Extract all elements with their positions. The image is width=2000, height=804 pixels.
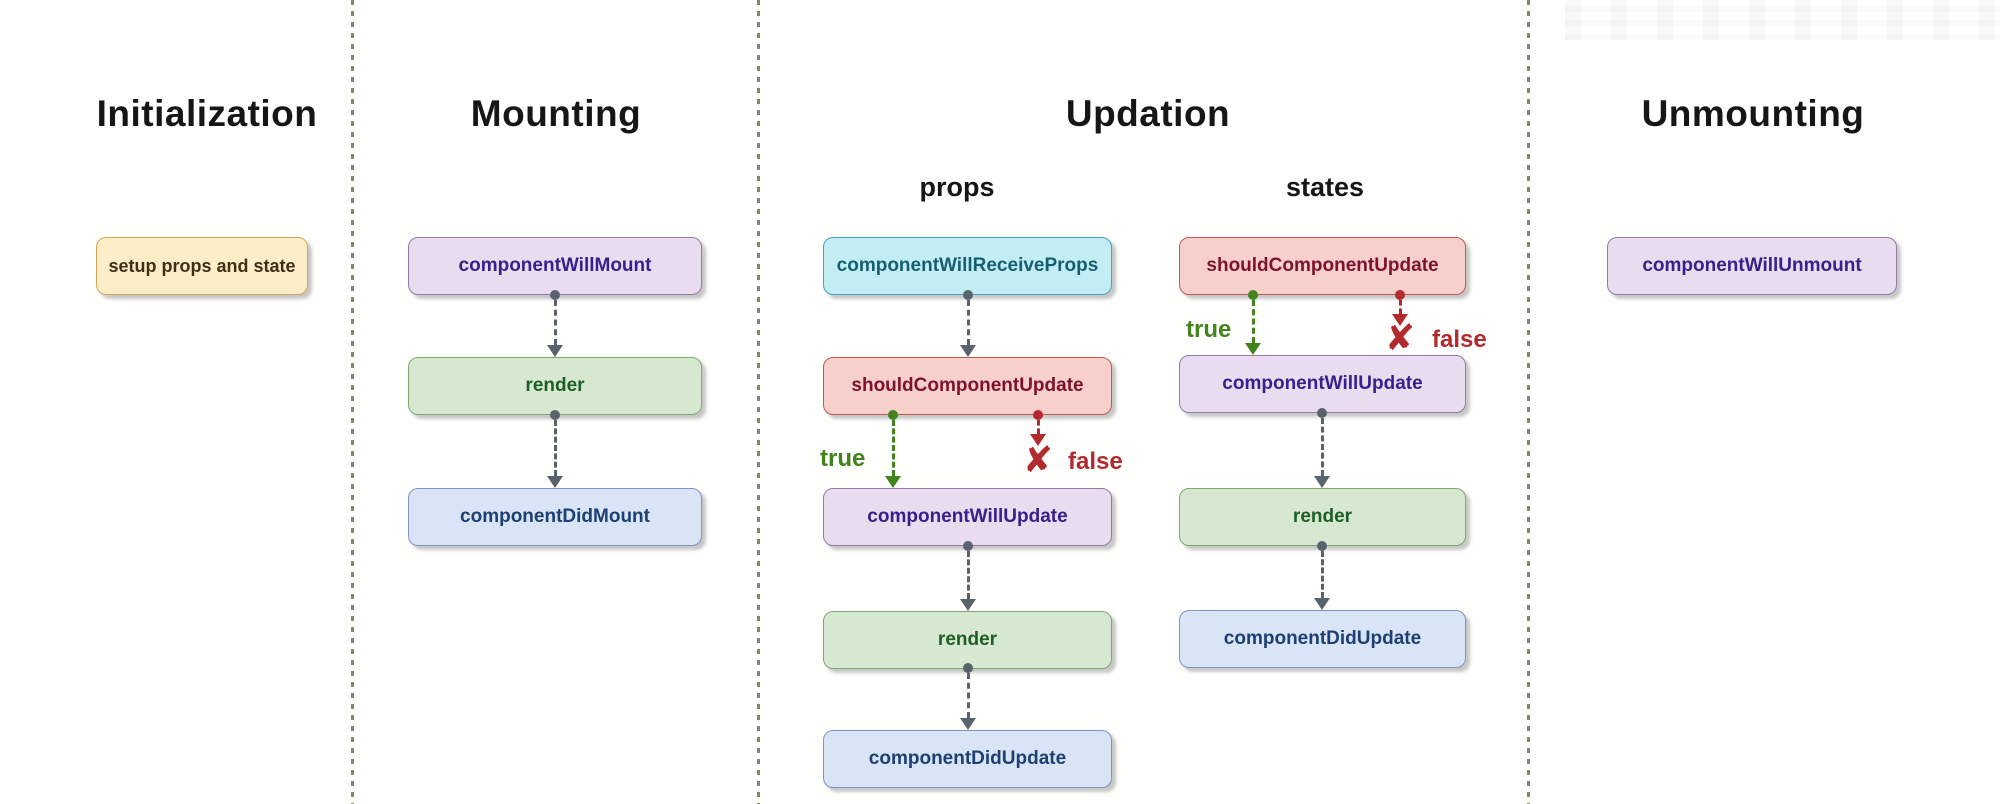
node-mounting-render: render xyxy=(408,357,702,415)
node-states-shouldcomponentupdate: shouldComponentUpdate xyxy=(1179,237,1466,295)
phase-title-initialization: Initialization xyxy=(96,93,318,134)
false-branch-arrow xyxy=(1391,290,1409,326)
false-branch-arrow xyxy=(1029,410,1047,446)
true-branch-arrow xyxy=(884,410,902,488)
flow-arrow xyxy=(959,290,977,357)
node-componentwillmount: componentWillMount xyxy=(408,237,702,295)
node-componentwillunmount: componentWillUnmount xyxy=(1607,237,1897,295)
flow-arrow xyxy=(959,541,977,611)
true-branch-label: true xyxy=(1186,316,1232,343)
true-branch-label: true xyxy=(820,445,866,472)
phase-divider xyxy=(351,0,354,804)
false-branch-label: false xyxy=(1432,326,1487,353)
node-setup-props-and-state: setup props and state xyxy=(96,237,308,295)
flow-arrow xyxy=(546,410,564,488)
false-branch-label: false xyxy=(1068,448,1123,475)
node-states-componentdidupdate: componentDidUpdate xyxy=(1179,610,1466,668)
node-props-shouldcomponentupdate: shouldComponentUpdate xyxy=(823,357,1112,415)
reject-x-icon: ✘ xyxy=(1384,317,1416,358)
phase-divider xyxy=(757,0,760,804)
lane-label-states: states xyxy=(1285,172,1365,202)
flow-arrow xyxy=(1313,541,1331,610)
flow-arrow xyxy=(1313,408,1331,488)
phase-title-unmounting: Unmounting xyxy=(1641,93,1865,134)
true-branch-arrow xyxy=(1244,290,1262,355)
node-componentwillreceiveprops: componentWillReceiveProps xyxy=(823,237,1112,295)
phase-divider xyxy=(1527,0,1530,804)
flow-arrow xyxy=(959,663,977,730)
reject-x-icon: ✘ xyxy=(1022,439,1054,480)
node-props-componentwillupdate: componentWillUpdate xyxy=(823,488,1112,546)
flow-arrow xyxy=(546,290,564,357)
node-props-componentdidupdate: componentDidUpdate xyxy=(823,730,1112,788)
phase-title-mounting: Mounting xyxy=(470,93,642,134)
lane-label-props: props xyxy=(919,172,995,202)
node-props-render: render xyxy=(823,611,1112,669)
node-states-render: render xyxy=(1179,488,1466,546)
node-states-componentwillupdate: componentWillUpdate xyxy=(1179,355,1466,413)
watermark-pattern xyxy=(1565,0,2000,40)
phase-title-updation: Updation xyxy=(1065,93,1231,134)
node-componentdidmount: componentDidMount xyxy=(408,488,702,546)
